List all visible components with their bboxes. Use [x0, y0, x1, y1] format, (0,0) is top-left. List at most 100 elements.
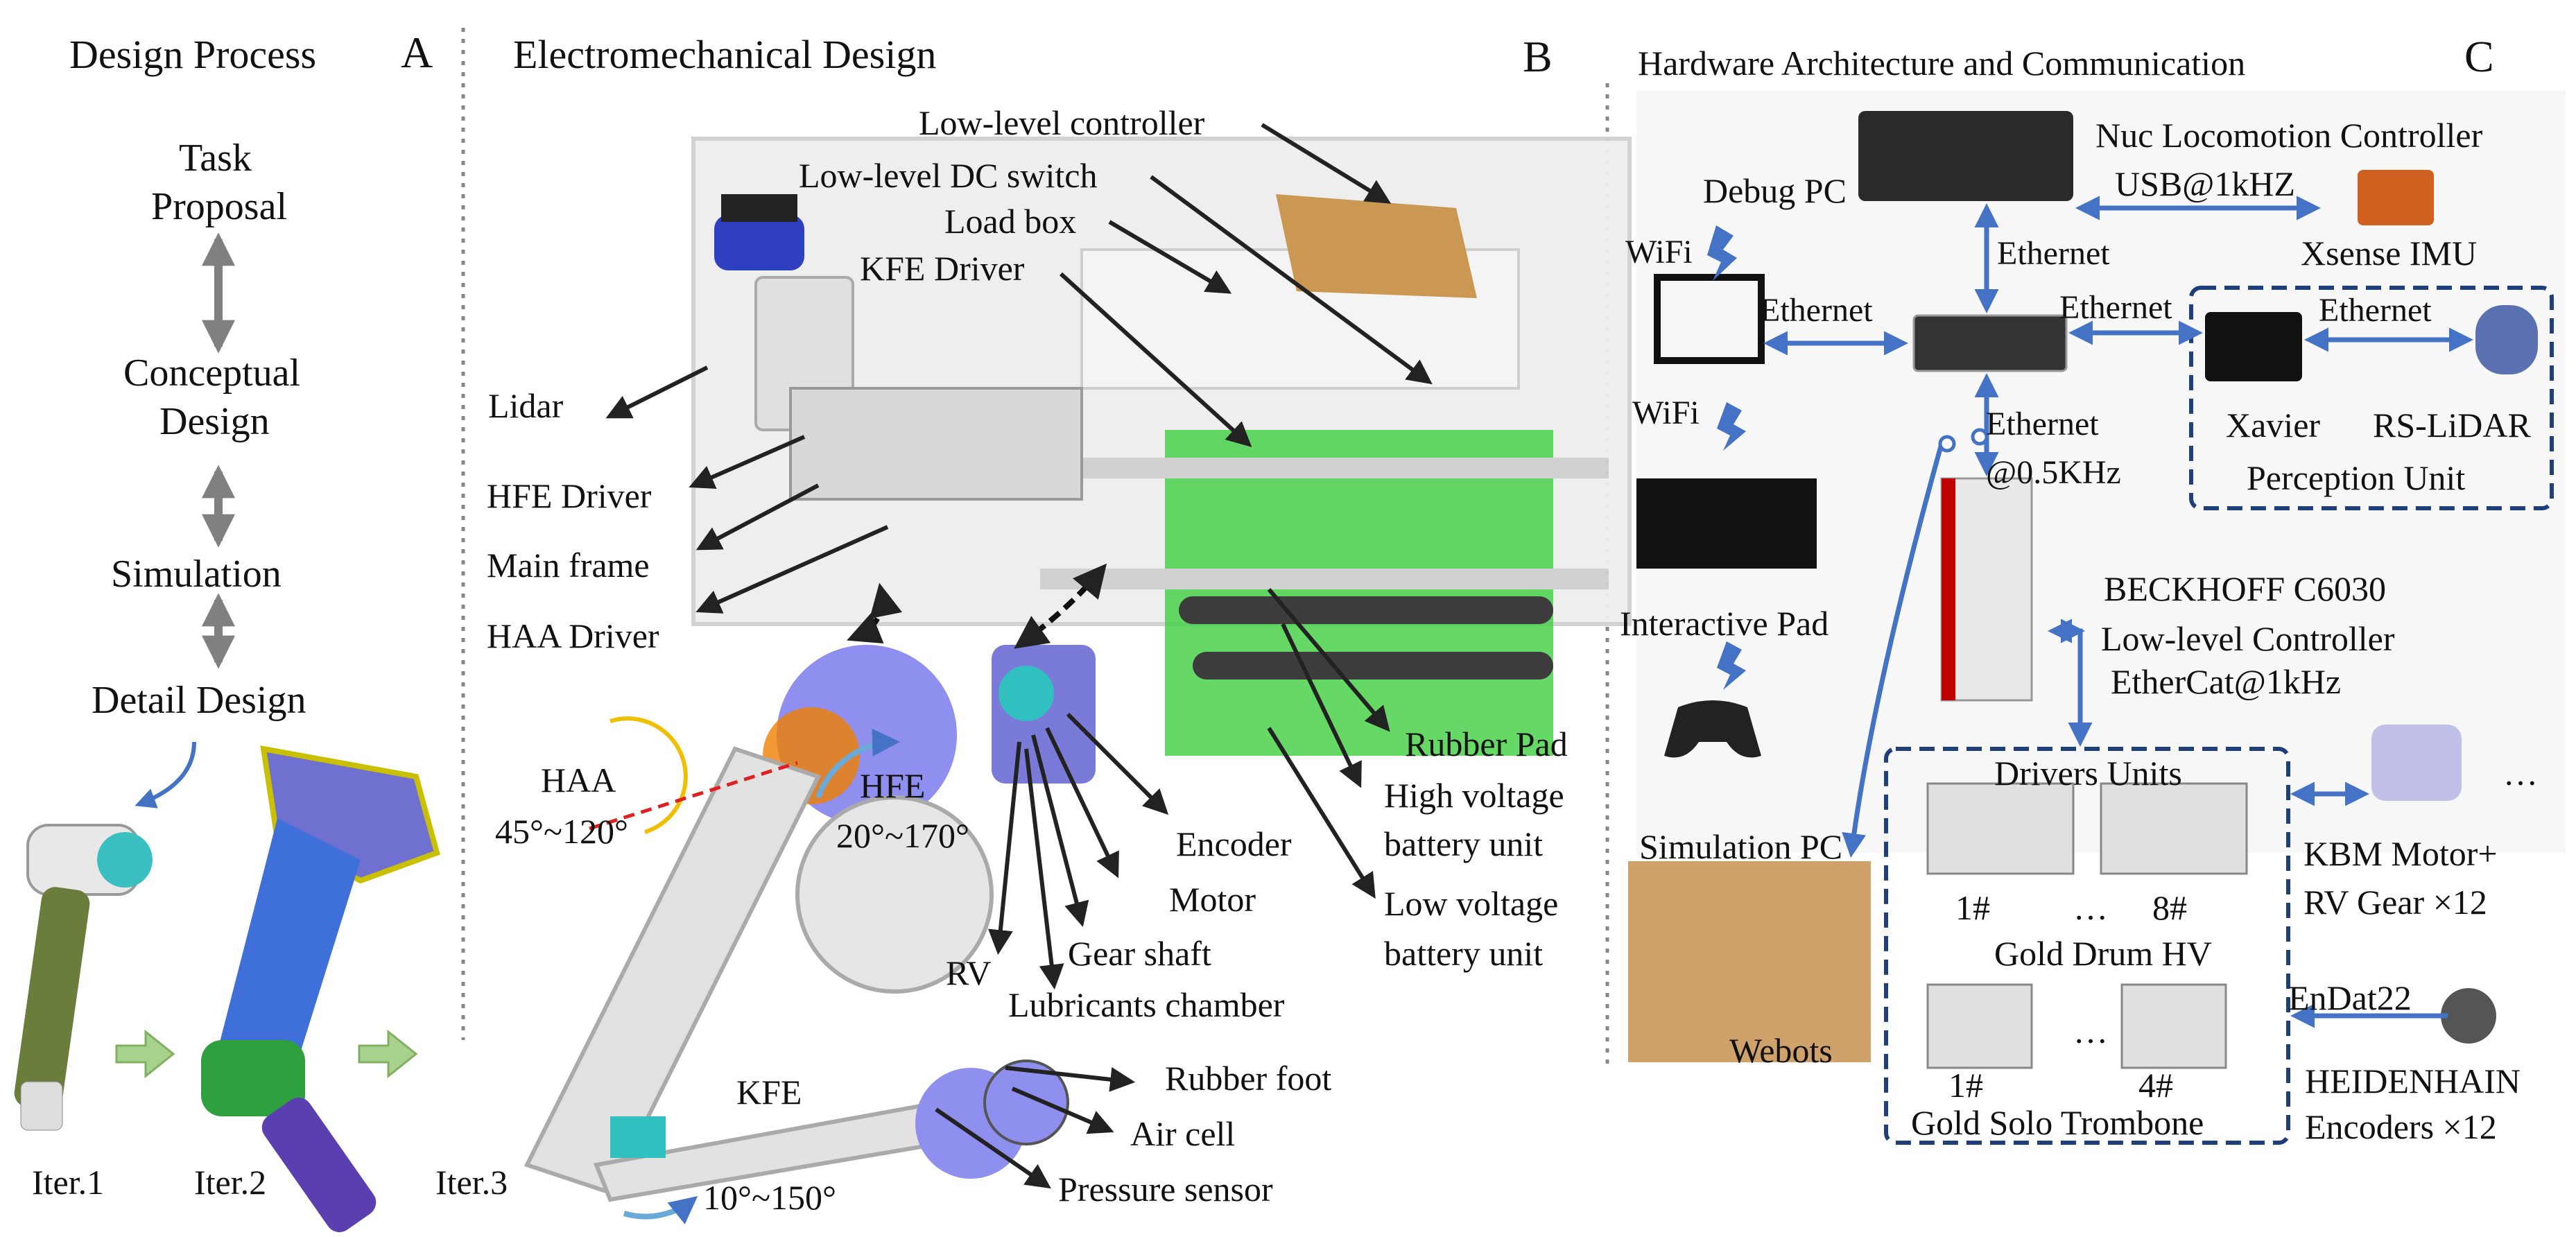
iter-1-label: Iter.1: [32, 1163, 105, 1202]
label-solo-1: 1#: [1948, 1066, 1983, 1105]
label-driver-8: 8#: [2152, 888, 2187, 927]
robot-leg: [524, 746, 1069, 1202]
label-ethernet-mid: Ethernet: [2059, 289, 2172, 326]
label-kfe-range: 10°~150°: [703, 1178, 837, 1217]
haa-axis-line: [589, 761, 798, 831]
label-low-level-controller: Low-level controller: [919, 103, 1205, 142]
label-haa: HAA: [541, 761, 616, 799]
iter-3-label: Iter.3: [435, 1163, 508, 1202]
label-low-voltage-2: battery unit: [1384, 934, 1544, 973]
label-ethernet-rate: @0.5KHz: [1986, 454, 2121, 491]
label-wifi-1: WiFi: [1625, 234, 1693, 270]
label-wifi-2: WiFi: [1632, 395, 1700, 431]
label-ethernet-down: Ethernet: [1986, 406, 2099, 442]
heidenhain-encoder-device: [2441, 988, 2496, 1044]
wireless-icons: [1707, 225, 1746, 690]
leg-iter1: [14, 824, 153, 1131]
label-encoder: Encoder: [1176, 824, 1292, 863]
label-pressure-sensor: Pressure sensor: [1058, 1170, 1273, 1209]
drivers-units-box: [1884, 747, 2290, 1145]
label-low-voltage-1: Low voltage: [1384, 884, 1559, 923]
iteration-arrows: [115, 1029, 418, 1079]
perception-unit-box: [2189, 286, 2554, 510]
label-gold-drum: Gold Drum HV: [1994, 934, 2212, 973]
label-drivers-units: Drivers Units: [1994, 754, 2182, 793]
panel-c-title: Hardware Architecture and Communication: [1638, 44, 2246, 83]
label-solo-dots: …: [2073, 1012, 2108, 1050]
step-simulation: Simulation: [111, 553, 282, 596]
label-nuc: Nuc Locomotion Controller: [2095, 116, 2483, 155]
panel-c-letter: C: [2464, 32, 2494, 81]
label-gold-solo: Gold Solo Trombone: [1911, 1103, 2204, 1142]
label-usb: USB@1kHZ: [2115, 164, 2295, 203]
kbm-motor-device: [2371, 725, 2462, 801]
leg-iter2: [201, 745, 440, 1233]
label-endat: EnDat22: [2288, 978, 2412, 1017]
label-heidenhain-1: HEIDENHAIN: [2305, 1062, 2521, 1100]
label-kfe: KFE: [736, 1073, 802, 1111]
rslidar-device: [2475, 305, 2538, 374]
label-haa-range: 45°~120°: [495, 812, 629, 851]
label-ethernet-left: Ethernet: [1760, 292, 1873, 329]
label-low-level-controller-c: Low-level Controller: [2101, 619, 2395, 658]
step-design: Design: [159, 400, 270, 443]
panel-b-title: Electromechanical Design: [513, 32, 937, 77]
debug-screen: [1636, 478, 1817, 569]
label-debug-pc: Debug PC: [1703, 171, 1847, 210]
panel-b-letter: B: [1523, 32, 1553, 81]
switch-device: [1912, 314, 2068, 372]
xavier-device: [2205, 312, 2302, 381]
label-webots: Webots: [1729, 1031, 1833, 1070]
label-ethernet-right: Ethernet: [2319, 292, 2432, 329]
label-load-box: Load box: [944, 202, 1077, 241]
hfe-rotation-dash: [1014, 563, 1107, 649]
label-interactive-pad: Interactive Pad: [1620, 604, 1829, 643]
step-detail-design: Detail Design: [92, 679, 306, 722]
label-driver-dots: …: [2073, 888, 2108, 927]
label-heidenhain-2: Encoders ×12: [2305, 1107, 2497, 1146]
label-rubber-pad: Rubber Pad: [1405, 725, 1568, 763]
label-lidar: Lidar: [488, 386, 564, 425]
step-task: Task: [179, 137, 252, 180]
label-xsense: Xsense IMU: [2301, 234, 2478, 273]
label-rubber-foot: Rubber foot: [1165, 1059, 1332, 1098]
label-hfe-range: 20°~170°: [836, 816, 970, 855]
label-hfe-driver: HFE Driver: [487, 476, 652, 515]
step-conceptual: Conceptual: [123, 352, 301, 395]
design-process-arrows: [135, 232, 235, 808]
gamepad-device: [1664, 700, 1761, 758]
label-gear-shaft: Gear shaft: [1068, 934, 1211, 973]
label-lubricants-chamber: Lubricants chamber: [1008, 985, 1285, 1024]
label-solo-4: 4#: [2138, 1066, 2173, 1105]
label-perception-unit: Perception Unit: [2247, 458, 2466, 497]
label-haa-driver: HAA Driver: [487, 616, 659, 655]
label-kbm-1: KBM Motor+: [2303, 834, 2498, 873]
beckhoff-device: [1940, 477, 2033, 702]
label-main-frame: Main frame: [487, 546, 650, 585]
label-xavier: Xavier: [2226, 406, 2321, 444]
kfe-range-arc: [623, 1195, 698, 1225]
panel-a-title: Design Process: [69, 32, 317, 77]
label-driver-1: 1#: [1955, 888, 1990, 927]
nuc-device: [1858, 111, 2073, 201]
label-low-level-dc-switch: Low-level DC switch: [799, 156, 1098, 195]
router-device: [1654, 274, 1765, 364]
label-beckhoff: BECKHOFF C6030: [2104, 569, 2387, 608]
label-high-voltage-1: High voltage: [1384, 776, 1564, 815]
label-rs-lidar: RS-LiDAR: [2373, 406, 2531, 444]
label-high-voltage-2: battery unit: [1384, 824, 1544, 863]
haa-range-arc: [610, 716, 688, 834]
label-kbm-ellipsis: …: [2503, 754, 2538, 793]
label-air-cell: Air cell: [1130, 1114, 1236, 1153]
panel-a-letter: A: [401, 28, 433, 77]
step-proposal: Proposal: [151, 185, 287, 228]
label-simulation-pc: Simulation PC: [1639, 827, 1843, 866]
label-ethercat: EtherCat@1kHz: [2111, 662, 2342, 701]
label-hfe: HFE: [860, 766, 926, 805]
hfe-range-arc: [815, 728, 900, 799]
label-kbm-2: RV Gear ×12: [2303, 883, 2487, 922]
xsense-device: [2358, 170, 2434, 225]
iter-2-label: Iter.2: [194, 1163, 267, 1202]
label-ethernet-top: Ethernet: [1997, 235, 2110, 272]
